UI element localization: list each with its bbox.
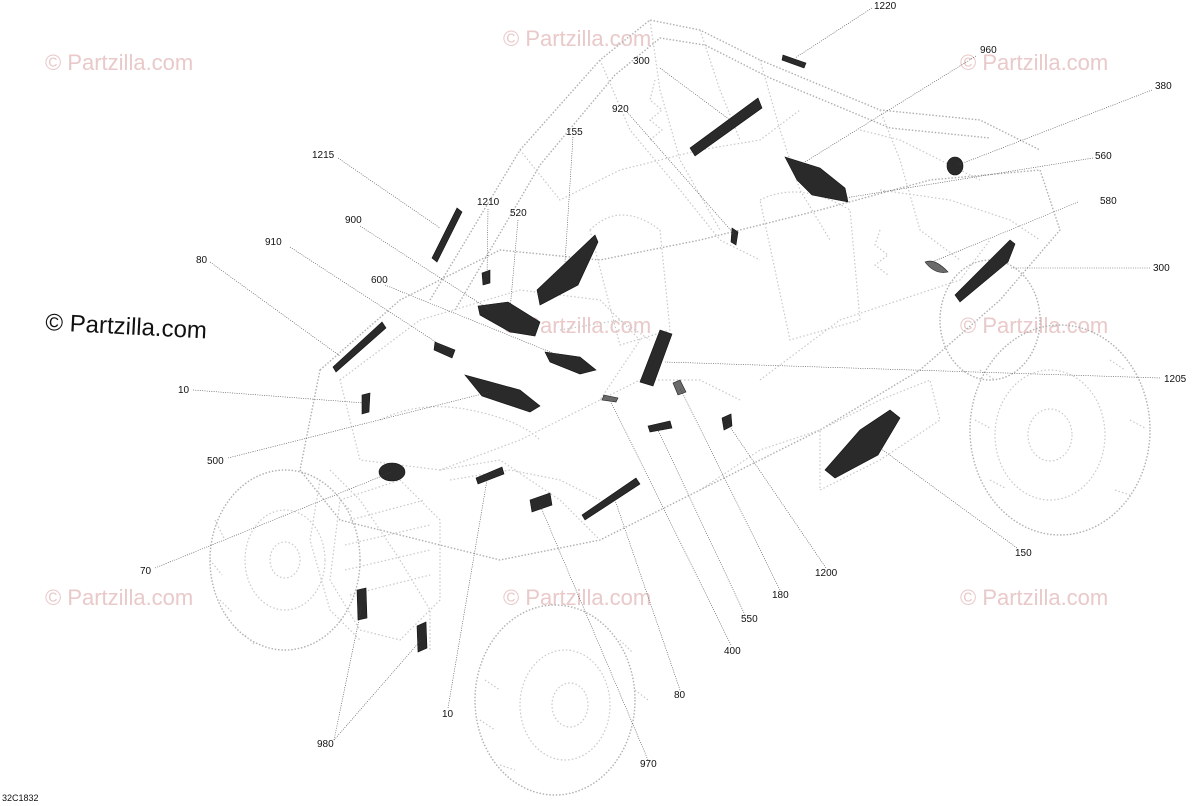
callout-600: 600 [371, 275, 388, 286]
decal-400 [601, 394, 619, 403]
decal-10-right [475, 466, 505, 485]
callout-1220: 1220 [874, 1, 897, 12]
callout-155: 155 [566, 127, 583, 138]
callout-400: 400 [724, 646, 741, 657]
decal-600 [544, 351, 597, 375]
decal-1220 [781, 54, 807, 69]
decal-155 [536, 234, 599, 306]
callout-10-left: 10 [178, 385, 190, 396]
decal-10-left [361, 392, 371, 415]
watermark-bottom-right: © Partzilla.com [960, 585, 1108, 610]
watermark-top-left: © Partzilla.com [45, 50, 193, 75]
callout-1215: 1215 [312, 150, 335, 161]
callout-960: 960 [980, 45, 997, 56]
decal-550 [647, 420, 673, 433]
decal-1200 [721, 413, 733, 431]
callout-970: 970 [640, 759, 657, 770]
decal-1215 [431, 207, 463, 263]
decal-580 [924, 260, 949, 273]
callout-180: 180 [772, 590, 789, 601]
callout-1210: 1210 [477, 197, 500, 208]
decal-980-left [356, 587, 368, 621]
decal-980-right [416, 621, 428, 653]
watermark-top-right: © Partzilla.com [960, 50, 1108, 75]
callout-520: 520 [510, 208, 527, 219]
callout-150: 150 [1015, 548, 1032, 559]
callout-300-right: 300 [1153, 263, 1170, 274]
decals [332, 54, 1016, 653]
watermark-top-center: © Partzilla.com [503, 26, 651, 51]
decal-300-right [954, 239, 1016, 303]
callout-560: 560 [1095, 151, 1112, 162]
diagram-code: 32C1832 [2, 793, 39, 803]
callout-labels: 1220 300 960 380 920 155 560 1215 580 12… [140, 1, 1187, 770]
callout-1200: 1200 [815, 568, 838, 579]
callout-300-top: 300 [633, 56, 650, 67]
decal-80-left [332, 321, 387, 373]
decal-180 [672, 379, 687, 396]
decal-380 [946, 156, 964, 176]
callout-900: 900 [345, 215, 362, 226]
watermark-middle-right: © Partzilla.com [960, 313, 1108, 338]
callout-70: 70 [140, 566, 152, 577]
callout-10-right: 10 [442, 709, 454, 720]
decal-560 [784, 156, 849, 203]
watermark-main: © Partzilla.com [45, 309, 208, 344]
callout-910: 910 [265, 237, 282, 248]
decal-910 [433, 341, 456, 359]
callout-580: 580 [1100, 196, 1117, 207]
decal-80-right [581, 477, 641, 521]
callout-380: 380 [1155, 81, 1172, 92]
callout-920: 920 [612, 104, 629, 115]
callout-80-right: 80 [674, 690, 686, 701]
decal-1210 [481, 269, 491, 286]
callout-980: 980 [317, 739, 334, 750]
decal-150 [824, 409, 901, 479]
decal-970 [529, 492, 553, 513]
callout-500: 500 [207, 456, 224, 467]
decal-500 [464, 374, 541, 413]
callout-550: 550 [741, 614, 758, 625]
decal-920 [730, 227, 739, 246]
watermark-bottom-center: © Partzilla.com [503, 585, 651, 610]
decal-300-top [689, 97, 763, 157]
decal-1205 [639, 329, 673, 387]
watermarks: © Partzilla.com © Partzilla.com © Partzi… [45, 26, 1109, 610]
vehicle-sketch [209, 19, 1151, 796]
callout-80-left: 80 [196, 255, 208, 266]
callout-1205: 1205 [1164, 374, 1187, 385]
leader-lines [154, 7, 1161, 761]
watermark-bottom-left: © Partzilla.com [45, 585, 193, 610]
decal-900 [477, 301, 541, 337]
